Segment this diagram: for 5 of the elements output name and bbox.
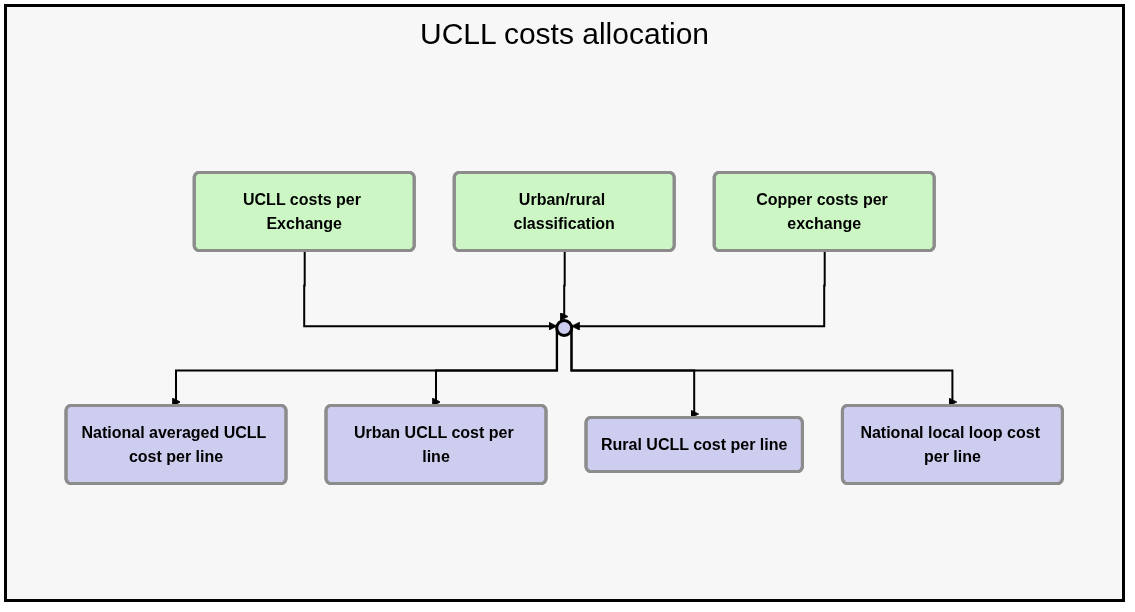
node-circle bbox=[555, 319, 574, 337]
arrow bbox=[560, 250, 569, 321]
arrow bbox=[571, 250, 826, 331]
diagram-title: UCLL costs allocation bbox=[419, 17, 710, 51]
arrow bbox=[303, 250, 558, 331]
